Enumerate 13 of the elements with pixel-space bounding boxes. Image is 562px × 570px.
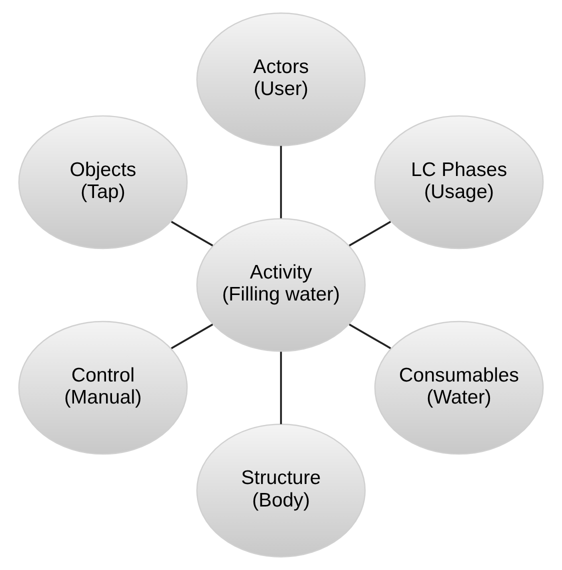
connector: [280, 352, 282, 424]
node-ellipse: LC Phases (Usage): [374, 115, 544, 250]
node-ellipse: Structure (Body): [196, 424, 366, 558]
node-ellipse: Activity (Filling water): [196, 218, 366, 352]
connector: [348, 220, 392, 246]
connector: [170, 220, 214, 246]
node-ellipse: Consumables (Water): [374, 320, 544, 455]
node-ellipse: Control (Manual): [18, 320, 188, 455]
connector: [170, 324, 214, 350]
node-ellipse: Actors (User): [196, 12, 366, 146]
connector: [348, 324, 392, 350]
connector: [280, 146, 282, 218]
node-ellipse: Objects (Tap): [18, 115, 188, 250]
